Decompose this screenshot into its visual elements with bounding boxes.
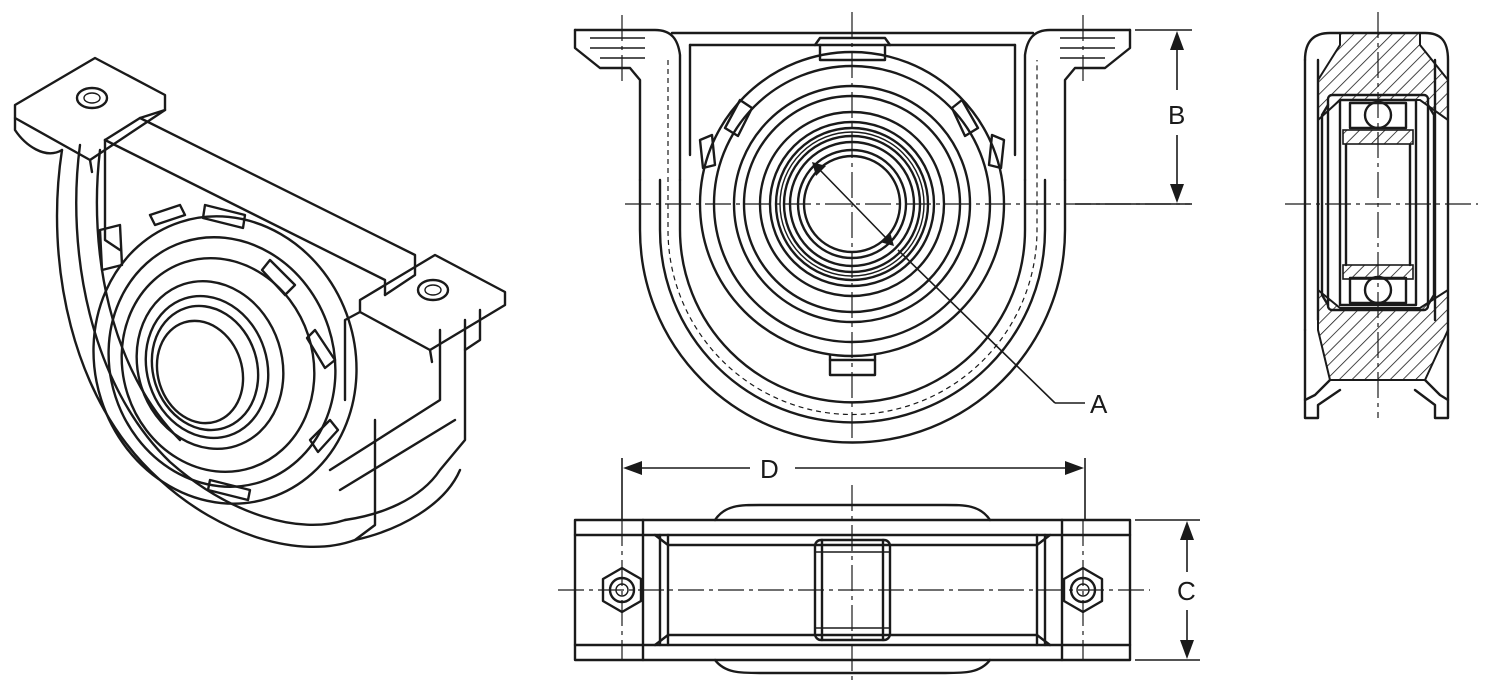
- isometric-view: [13, 56, 507, 548]
- label-d: D: [760, 454, 779, 484]
- label-a: A: [1090, 389, 1108, 419]
- label-c: C: [1177, 576, 1196, 606]
- side-section-view: [1285, 12, 1478, 420]
- bottom-view: D C: [558, 454, 1200, 683]
- label-b: B: [1168, 100, 1185, 130]
- front-view: A B: [573, 12, 1192, 444]
